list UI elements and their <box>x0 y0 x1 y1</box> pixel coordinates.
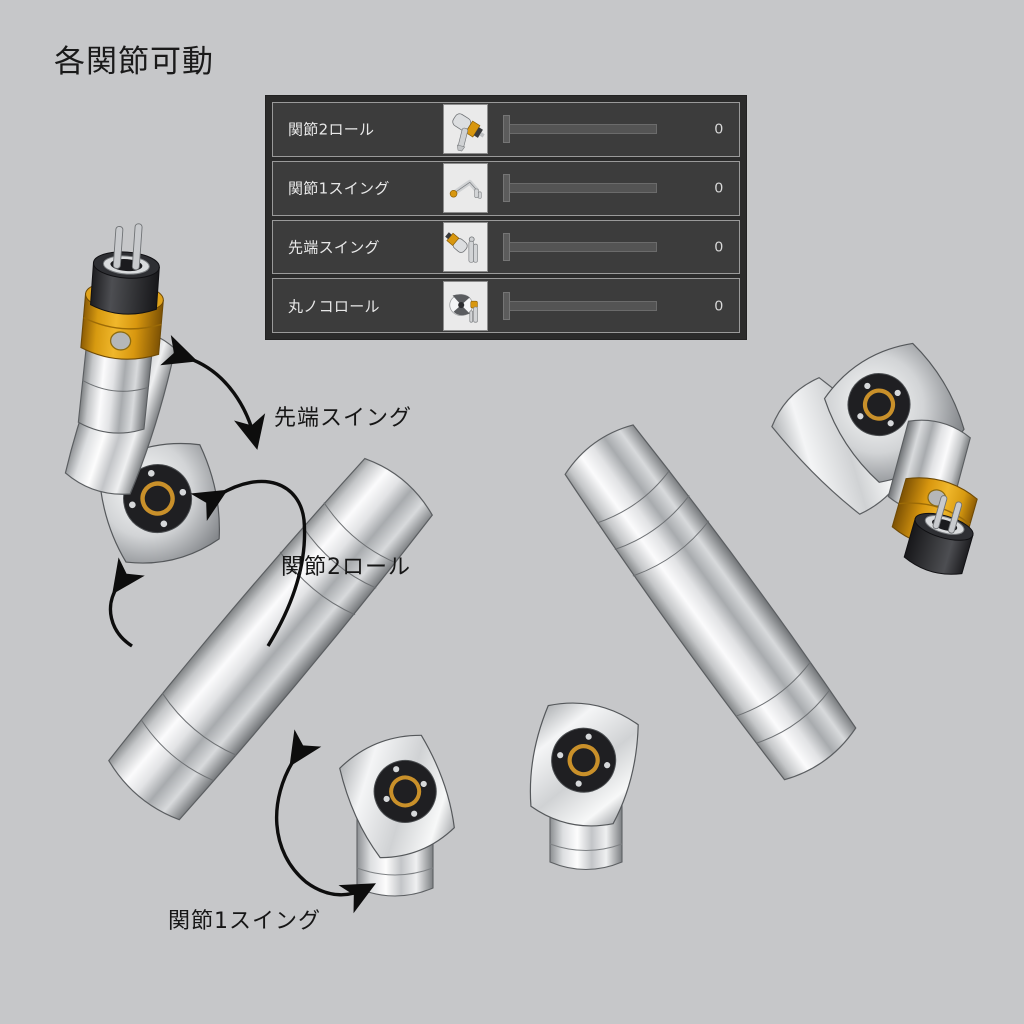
slider-value: 0 <box>714 297 723 315</box>
tip-swing-icon[interactable] <box>443 221 488 272</box>
joint1-swing-arrow <box>274 729 377 914</box>
annotation-joint1-swing: 関節1スイング <box>168 909 321 934</box>
slider-circular-saw-roll[interactable] <box>501 290 664 322</box>
circular-saw-roll-icon[interactable] <box>443 280 488 331</box>
slider-handle[interactable] <box>503 232 510 261</box>
slider-value: 0 <box>714 238 723 256</box>
slider-row-circular-saw-roll[interactable]: 丸ノコロール 0 <box>272 278 740 333</box>
annotation-tip-swing: 先端スイング <box>274 406 413 431</box>
slider-tip-swing[interactable] <box>501 231 664 263</box>
slider-value: 0 <box>714 179 723 197</box>
slider-label: 関節2ロール <box>288 120 375 139</box>
slider-track[interactable] <box>509 183 657 194</box>
slider-track[interactable] <box>509 124 657 135</box>
slider-track[interactable] <box>509 241 657 252</box>
arm-swing1-icon[interactable] <box>443 163 488 214</box>
joint2-roll-arrow <box>190 479 307 647</box>
joint-control-panel: 関節2ロール <box>265 95 747 340</box>
slider-handle[interactable] <box>503 291 510 320</box>
slider-label: 関節1スイング <box>288 179 390 198</box>
page-title: 各関節可動 <box>54 44 214 80</box>
slider-row-tip-swing[interactable]: 先端スイング <box>272 219 740 275</box>
slider-handle[interactable] <box>503 174 510 203</box>
slider-joint2-roll[interactable] <box>501 113 664 145</box>
slider-handle[interactable] <box>503 115 510 144</box>
slider-joint1-swing[interactable] <box>501 172 664 204</box>
tool-head-roll-icon[interactable] <box>443 104 488 155</box>
slider-row-joint1-swing[interactable]: 関節1スイング 0 <box>272 160 740 216</box>
slider-row-joint2-roll[interactable]: 関節2ロール <box>272 102 740 157</box>
slider-label: 丸ノコロール <box>288 297 380 316</box>
slider-label: 先端スイング <box>288 238 380 257</box>
slider-value: 0 <box>714 120 723 138</box>
slider-track[interactable] <box>509 300 657 311</box>
joint1-roll-upper-arrow <box>108 557 145 648</box>
annotation-joint2-roll: 関節2ロール <box>281 555 411 580</box>
tip-swing-arrow <box>160 335 266 450</box>
